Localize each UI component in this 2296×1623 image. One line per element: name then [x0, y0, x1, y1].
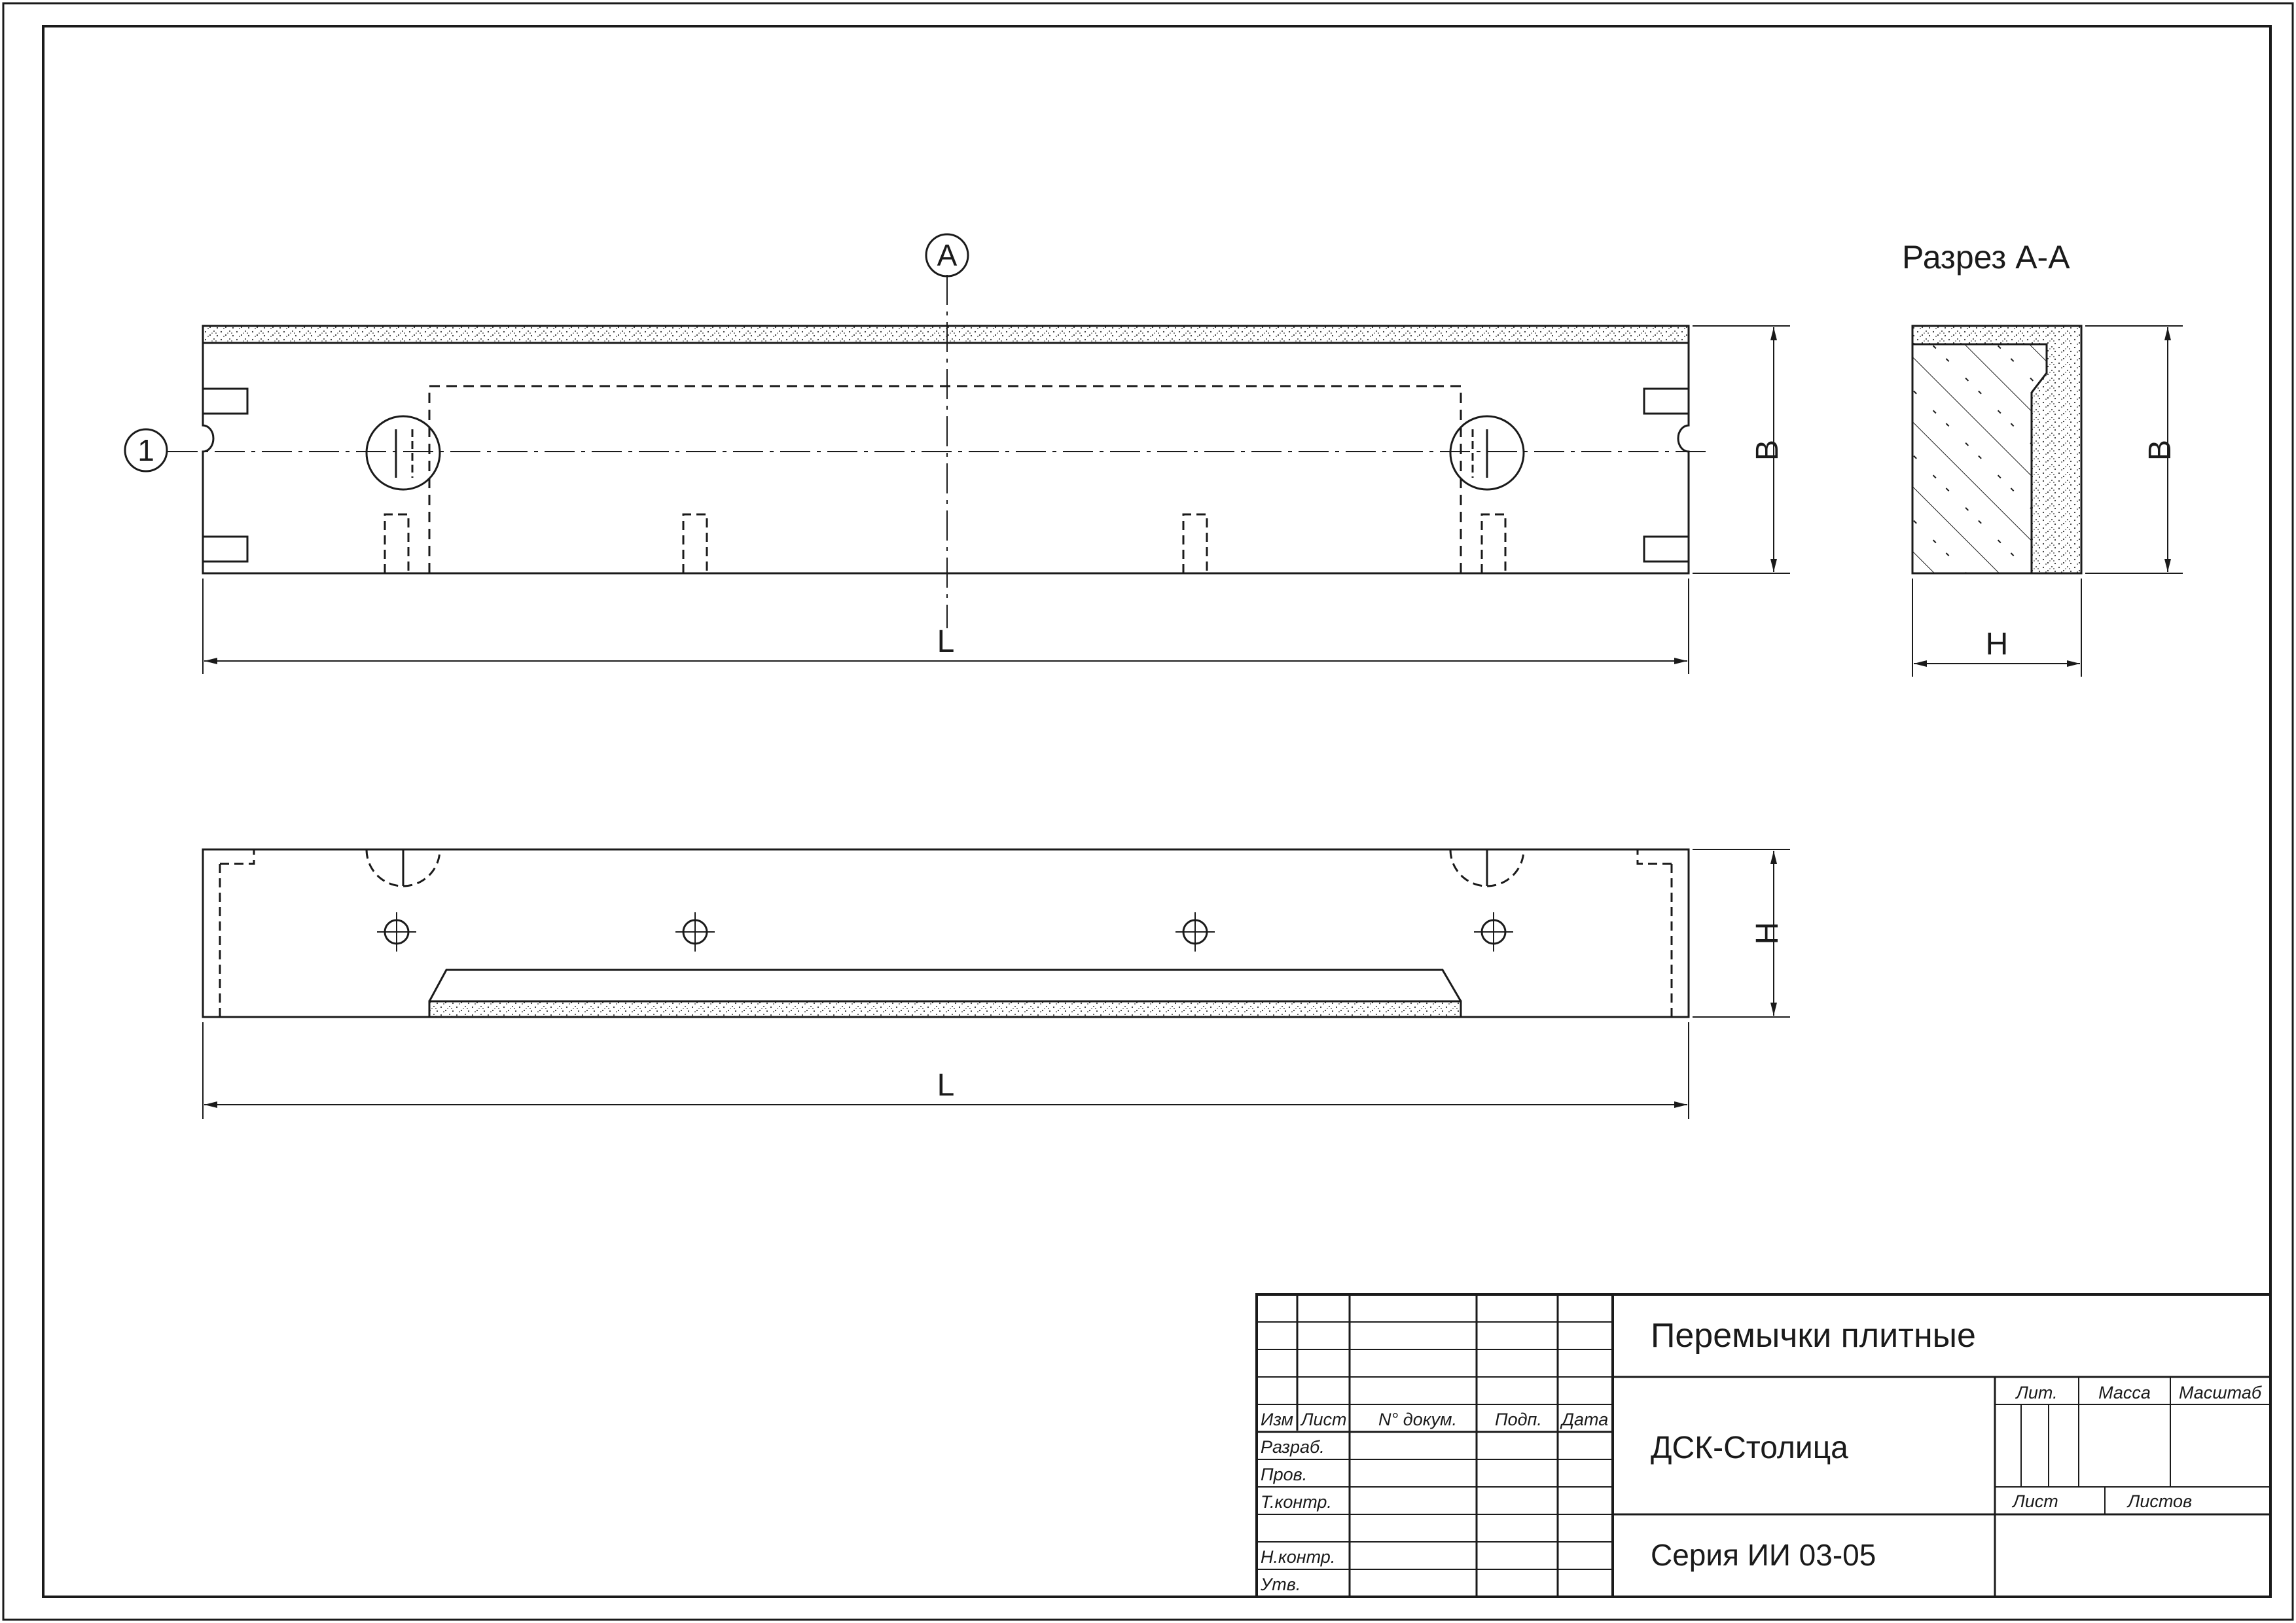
hole-marker-1 [377, 912, 416, 952]
top-view-outline [202, 325, 1690, 575]
label-listov: Листов [2126, 1491, 2192, 1511]
label-list: Лист [2011, 1491, 2058, 1511]
slot-right-bottom [1643, 535, 1689, 563]
product-name: Перемычки плитные [1651, 1317, 1976, 1355]
dimension-h-bottom [1693, 849, 1790, 1018]
axis-marker-1: 1 [124, 428, 168, 473]
lifting-loop-right [1449, 415, 1525, 491]
label-masshtab: Масштаб [2179, 1383, 2262, 1402]
dim-b-main-label: B [1750, 440, 1785, 461]
header-list: Лист [1300, 1410, 1347, 1429]
dimension-l-bottom [202, 1022, 1689, 1119]
sheet-inner-frame [42, 25, 2272, 1598]
title-block [1255, 1293, 2272, 1598]
hidden-pin-3 [1182, 513, 1208, 573]
side-view [202, 848, 1690, 1018]
slot-left-bottom [203, 535, 249, 563]
hidden-loop-left [365, 849, 441, 887]
dimension-l-top [202, 579, 1689, 674]
role-nkontr: Н.контр. [1261, 1547, 1335, 1567]
hole-marker-4 [1474, 912, 1513, 952]
hole-marker-3 [1175, 912, 1215, 952]
dim-l-bottom-label: L [937, 1068, 955, 1103]
role-utv: Утв. [1260, 1575, 1300, 1594]
role-tkontr: Т.контр. [1261, 1492, 1332, 1512]
hole-marker-2 [675, 912, 715, 952]
hidden-end-right [1636, 849, 1673, 1017]
side-view-speckle-strip [428, 1000, 1462, 1018]
label-massa: Масса [2098, 1383, 2151, 1402]
top-view-speckle-strip [202, 325, 1690, 344]
slot-right-top [1643, 387, 1689, 415]
dim-b-section-label: B [2143, 440, 2178, 461]
dim-l-top-label: L [937, 624, 955, 659]
dim-h-section-label: H [1986, 627, 2009, 662]
hidden-pin-4 [1480, 513, 1507, 573]
section-outline [1911, 325, 2083, 575]
side-view-outline [202, 848, 1690, 1018]
dimension-b-section [2085, 325, 2183, 574]
header-sign: Подп. [1495, 1410, 1542, 1429]
hidden-pin-2 [682, 513, 708, 573]
lifting-loop-left [365, 415, 441, 491]
top-view [168, 275, 1708, 628]
hidden-pin-1 [384, 513, 410, 573]
role-razrab: Разраб. [1261, 1437, 1325, 1457]
slot-left-top [203, 387, 249, 415]
header-izm: Изм [1261, 1410, 1293, 1429]
hidden-loop-right [1449, 849, 1525, 887]
side-view-recess-outline [428, 969, 1462, 1002]
organization-name: ДСК-Столица [1651, 1431, 1848, 1465]
marker-a-label: A [937, 238, 958, 272]
section-view [1911, 325, 2083, 575]
section-title: Разрез А-А [1902, 239, 2070, 276]
hidden-recess [428, 385, 1462, 573]
dim-h-bottom-label: H [1750, 922, 1785, 945]
label-lit: Лит. [2015, 1383, 2057, 1402]
header-date: Дата [1560, 1410, 1608, 1429]
dimension-b-main [1693, 325, 1790, 574]
dimension-h-section [1912, 579, 2082, 677]
marker-1-label: 1 [137, 433, 154, 467]
header-doc-no: N° докум. [1378, 1410, 1457, 1429]
role-prov: Пров. [1261, 1465, 1307, 1484]
hidden-end-left [219, 849, 255, 1017]
series-name: Серия ИИ 03-05 [1651, 1538, 1876, 1572]
section-marker-a: A [925, 233, 969, 277]
